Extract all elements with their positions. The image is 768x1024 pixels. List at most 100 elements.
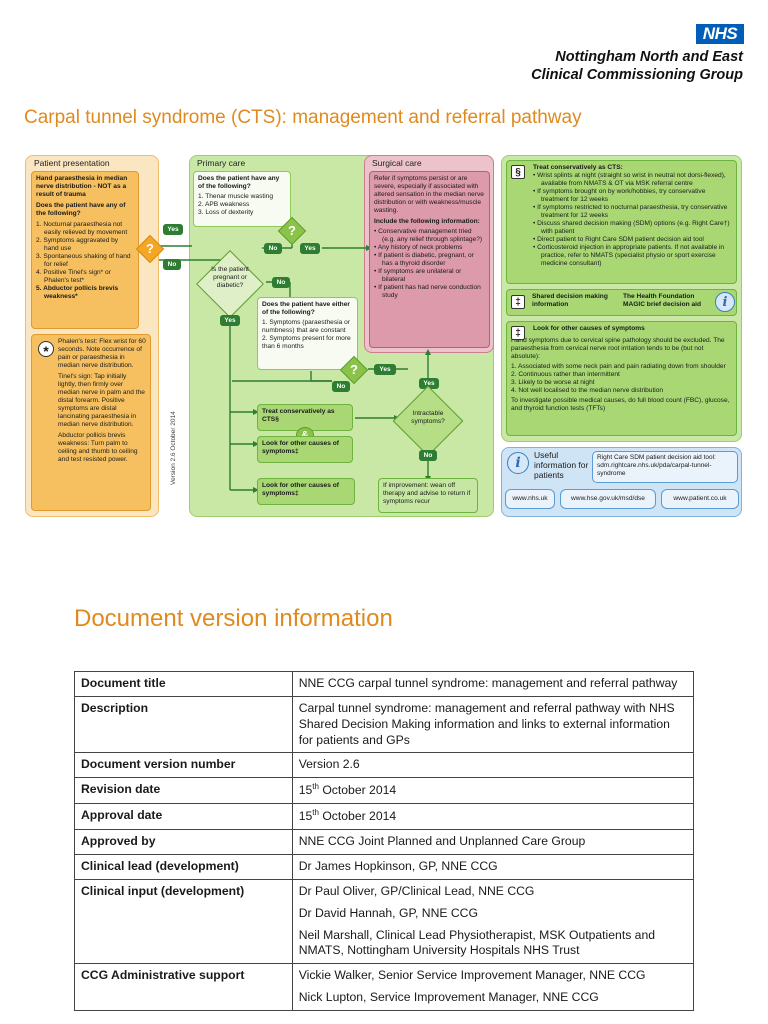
- pregnant-question: Is the patient pregnant or diabetic?: [211, 266, 249, 289]
- symptoms-box: Hand paraesthesia in median nerve distri…: [31, 171, 139, 329]
- row-value: Dr James Hopkinson, GP, NNE CCG: [291, 854, 695, 880]
- wasting-question-box: Does the patient have any of the followi…: [193, 171, 291, 227]
- question-mark: ?: [350, 362, 358, 377]
- row-value-line: Dr James Hopkinson, GP, NNE CCG: [298, 859, 498, 873]
- conservative-title: Treat conservatively as CTS:: [533, 164, 623, 171]
- surgical-care-heading: Surgical care: [372, 158, 422, 168]
- row-value-line: NNE CCG carpal tunnel syndrome: manageme…: [298, 676, 678, 690]
- double-dagger-icon: ‡: [511, 295, 525, 309]
- yes-label: Yes: [419, 378, 439, 389]
- intractable-question: Intractable symptoms?: [411, 410, 445, 425]
- improvement-box: If improvement: wean off therapy and adv…: [378, 478, 478, 513]
- conservative-item: • Corticosteroid injection in appropriat…: [533, 244, 725, 268]
- right-care-tool-link[interactable]: Right Care SDM patient decision aid tool…: [592, 451, 738, 483]
- row-value-line: Dr David Hannah, GP, NNE CCG: [298, 905, 478, 920]
- row-value: Dr Paul Oliver, GP/Clinical Lead, NNE CC…: [291, 878, 695, 965]
- referral-item: • Any history of neck problems: [374, 244, 463, 252]
- org-name-line-1: Nottingham North and East: [555, 49, 743, 65]
- nhs-logo: NHS: [696, 24, 744, 44]
- other-causes-item: 1. Associated with some neck pain and pa…: [511, 363, 726, 371]
- table-row: Clinical lead (development)Dr James Hopk…: [74, 854, 695, 880]
- section-icon: §: [511, 165, 525, 179]
- referral-box: Refer if symptoms persist or are severe,…: [369, 171, 490, 348]
- patient-link[interactable]: www.patient.co.uk: [661, 489, 739, 509]
- info-icon: i: [507, 452, 529, 474]
- apb-weakness-text: Abductor pollicis brevis weakness: Turn …: [58, 432, 138, 464]
- useful-info-label: Useful information for patients: [534, 450, 589, 481]
- double-dagger-icon: ‡: [511, 326, 525, 340]
- duration-question-box: Does the patient have either of the foll…: [257, 297, 358, 370]
- yes-label: Yes: [374, 364, 396, 375]
- patient-presentation-heading: Patient presentation: [34, 158, 110, 168]
- table-row: Document title NNE CCG carpal tunnel synd…: [74, 671, 695, 697]
- hse-link[interactable]: www.hse.gov.uk/msd/dse: [560, 489, 656, 509]
- symptom-item: 3. Spontaneous shaking of hand for relie…: [36, 253, 131, 269]
- symptoms-title: Hand paraesthesia in median nerve distri…: [36, 175, 128, 199]
- org-name-line-2: Clinical Commissioning Group: [531, 67, 743, 83]
- asterisk-icon: *: [38, 341, 54, 359]
- primary-care-heading: Primary care: [197, 158, 246, 168]
- symptom-item: 2. Symptoms aggravated by hand use: [36, 237, 119, 253]
- version-table: Document title NNE CCG carpal tunnel synd…: [74, 671, 695, 1012]
- row-value: 15th October 2014: [291, 803, 695, 831]
- referral-intro: Refer if symptoms persist or are severe,…: [374, 175, 484, 215]
- row-key: Approved by: [74, 829, 293, 855]
- health-foundation-link[interactable]: The Health Foundation MAGIC brief decisi…: [623, 293, 702, 309]
- duration-item: 1. Symptoms (paraesthesia or numbness) t…: [262, 319, 350, 335]
- conservative-item: • Wrist splints at night (straight so wr…: [533, 172, 726, 188]
- symptom-item: 5. Abductor pollicis brevis weakness*: [36, 285, 119, 301]
- yes-label: Yes: [220, 315, 240, 326]
- sdm-box: ‡ Shared decision making information The…: [506, 289, 737, 316]
- table-row: Document version number Version 2.6: [74, 752, 695, 779]
- referral-item: • If symptoms are unilateral or bilatera…: [374, 268, 462, 284]
- other-causes-box: ‡ Look for other causes of symptoms Hand…: [506, 321, 737, 436]
- row-value-line: Neil Marshall, Clinical Lead Physiothera…: [298, 927, 656, 958]
- conservative-item: • If symptoms brought on by work/hobbies…: [533, 188, 706, 204]
- no-label: No: [272, 277, 290, 288]
- look-for-causes-box-2: Look for other causes of symptoms‡: [257, 478, 355, 505]
- row-value-line: Carpal tunnel syndrome: management and r…: [298, 700, 675, 747]
- nhs-link[interactable]: www.nhs.uk: [505, 489, 555, 509]
- conservative-item: • Direct patient to Right Care SDM patie…: [533, 236, 704, 244]
- row-key: Description: [74, 695, 293, 754]
- row-value: Carpal tunnel syndrome: management and r…: [291, 695, 695, 754]
- other-causes-intro: Hand symptoms due to cervical spine path…: [511, 337, 725, 361]
- referral-item: • Conservative management tried (e.g. an…: [374, 228, 483, 244]
- yes-label: Yes: [300, 243, 320, 254]
- row-value-line: 15th October 2014: [298, 782, 397, 798]
- wasting-question: Does the patient have any of the followi…: [198, 175, 280, 191]
- duration-question: Does the patient have either of the foll…: [262, 301, 350, 317]
- row-key: Document title: [74, 671, 293, 697]
- look-for-causes-text: Look for other causes of symptoms‡: [262, 440, 339, 456]
- version-tag: Version 2.6 October 2014: [170, 411, 177, 485]
- look-for-causes-text: Look for other causes of symptoms‡: [262, 482, 339, 498]
- conservative-box: § Treat conservatively as CTS: • Wrist s…: [506, 160, 737, 284]
- row-value: NNE CCG carpal tunnel syndrome: manageme…: [291, 671, 695, 697]
- row-key: Document version number: [74, 752, 293, 779]
- row-value-line: NNE CCG Joint Planned and Unplanned Care…: [298, 834, 586, 849]
- row-value-line: Vickie Walker, Senior Service Improvemen…: [298, 968, 646, 983]
- test-definitions-box: * Phalen's test: Flex wrist for 60 secon…: [31, 334, 151, 511]
- sdm-label: Shared decision making information: [532, 293, 608, 309]
- wasting-item: 2. APB weakness: [198, 201, 250, 209]
- yes-label: Yes: [163, 224, 183, 235]
- table-row: Approved by NNE CCG Joint Planned and Unp…: [74, 829, 695, 855]
- symptom-item: 1. Nocturnal paraesthesia not easily rel…: [36, 221, 128, 237]
- row-key: Revision date: [74, 777, 293, 805]
- symptoms-question: Does the patient have any of the followi…: [36, 202, 126, 218]
- conservative-item: • Discuss shared decision making (SDM) o…: [533, 220, 730, 236]
- row-key: Approval date: [74, 803, 293, 831]
- row-value: Version 2.6: [291, 752, 695, 779]
- version-section-title: Document version information: [74, 605, 393, 632]
- row-value: Vickie Walker, Senior Service Improvemen…: [291, 963, 695, 1012]
- treat-conservatively-text: Treat conservatively as CTS§: [262, 408, 335, 424]
- page-title: Carpal tunnel syndrome (CTS): management…: [24, 107, 582, 128]
- other-causes-title: Look for other causes of symptoms: [533, 325, 645, 332]
- other-causes-item: 3. Likely to be worse at night: [511, 379, 595, 387]
- row-value-line: Version 2.6: [298, 757, 360, 772]
- other-causes-outro: To investigate possible medical causes, …: [511, 397, 730, 413]
- row-key: Clinical input (development): [74, 878, 293, 965]
- duration-item: 2. Symptoms present for more than 6 mont…: [262, 335, 351, 351]
